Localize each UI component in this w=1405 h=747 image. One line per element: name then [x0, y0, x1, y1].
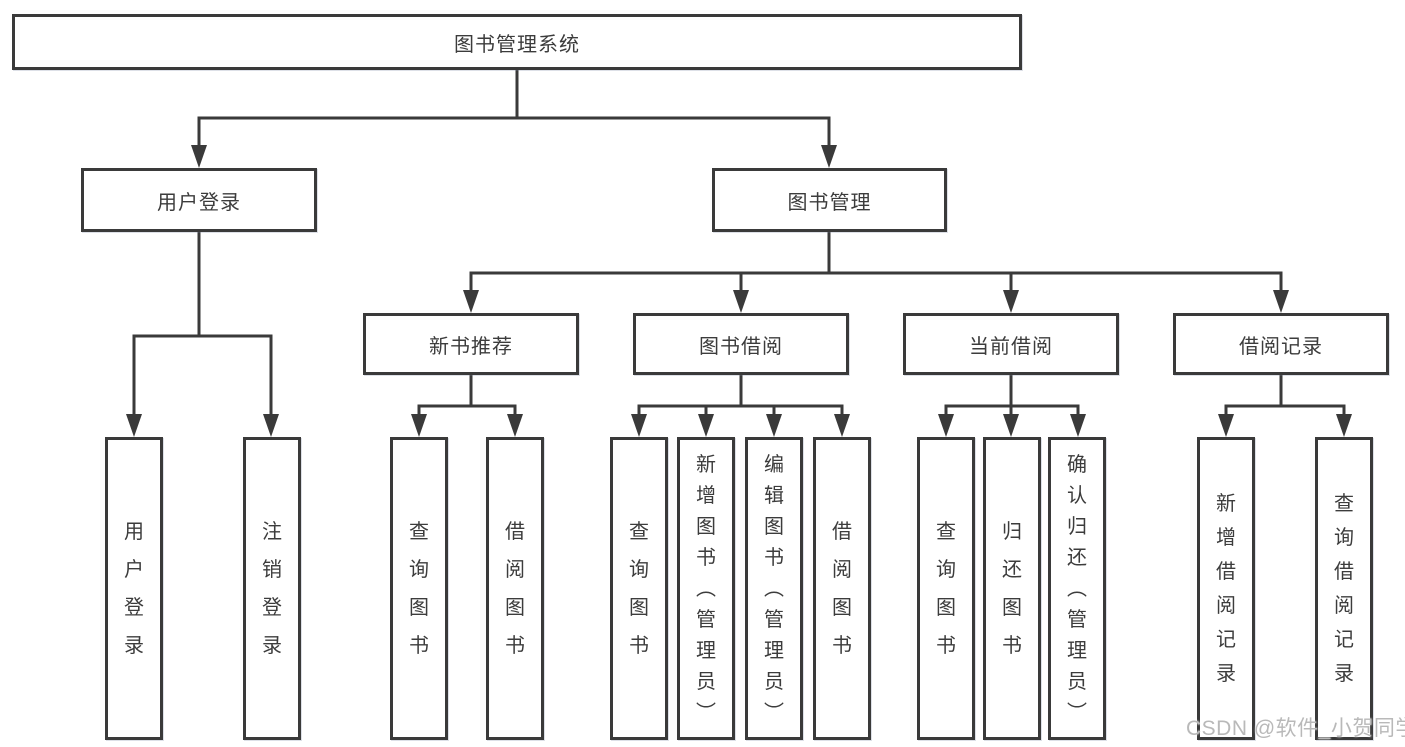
node-borrowing-records: 借阅记录 — [1173, 313, 1389, 375]
arrowhead — [1273, 290, 1289, 313]
leaf-return-books: 归还图书 — [983, 437, 1041, 740]
node-library-management-system: 图书管理系统 — [12, 14, 1022, 70]
node-user-login: 用户登录 — [81, 168, 317, 232]
arrowhead — [126, 414, 142, 437]
arrowhead — [698, 414, 714, 437]
leaf-add-books-admin: 新增图书︵管理员︶ — [677, 437, 735, 740]
arrowhead — [1218, 414, 1234, 437]
arrowhead — [463, 290, 479, 313]
arrowhead — [1070, 414, 1086, 437]
csdn-watermark: CSDN @软件_小贺同学 — [1186, 717, 1405, 740]
arrowhead — [766, 414, 782, 437]
node-new-book-recommendation: 新书推荐 — [363, 313, 579, 375]
leaf-user-login: 用户登录 — [105, 437, 163, 740]
arrowhead — [733, 290, 749, 313]
leaf-logout: 注销登录 — [243, 437, 301, 740]
node-current-borrowing: 当前借阅 — [903, 313, 1119, 375]
node-book-borrowing: 图书借阅 — [633, 313, 849, 375]
arrowhead — [507, 414, 523, 437]
leaf-query-books-borrowing: 查询图书 — [610, 437, 668, 740]
leaf-borrow-books-recommend: 借阅图书 — [486, 437, 544, 740]
leaf-add-borrow-record: 新增借阅记录 — [1197, 437, 1255, 740]
arrowhead — [631, 414, 647, 437]
leaf-query-books-recommend: 查询图书 — [390, 437, 448, 740]
leaf-query-borrow-record: 查询借阅记录 — [1315, 437, 1373, 740]
arrowhead — [263, 414, 279, 437]
arrowhead — [191, 145, 207, 168]
arrowhead — [821, 145, 837, 168]
leaf-edit-books-admin: 编辑图书︵管理员︶ — [745, 437, 803, 740]
arrowhead — [411, 414, 427, 437]
arrowhead — [938, 414, 954, 437]
leaf-query-books-current: 查询图书 — [917, 437, 975, 740]
leaf-borrow-books: 借阅图书 — [813, 437, 871, 740]
arrowhead — [834, 414, 850, 437]
arrowhead — [1336, 414, 1352, 437]
node-book-management: 图书管理 — [712, 168, 947, 232]
arrowhead — [1003, 414, 1019, 437]
leaf-confirm-return-admin: 确认归还︵管理员︶ — [1048, 437, 1106, 740]
arrowhead — [1003, 290, 1019, 313]
